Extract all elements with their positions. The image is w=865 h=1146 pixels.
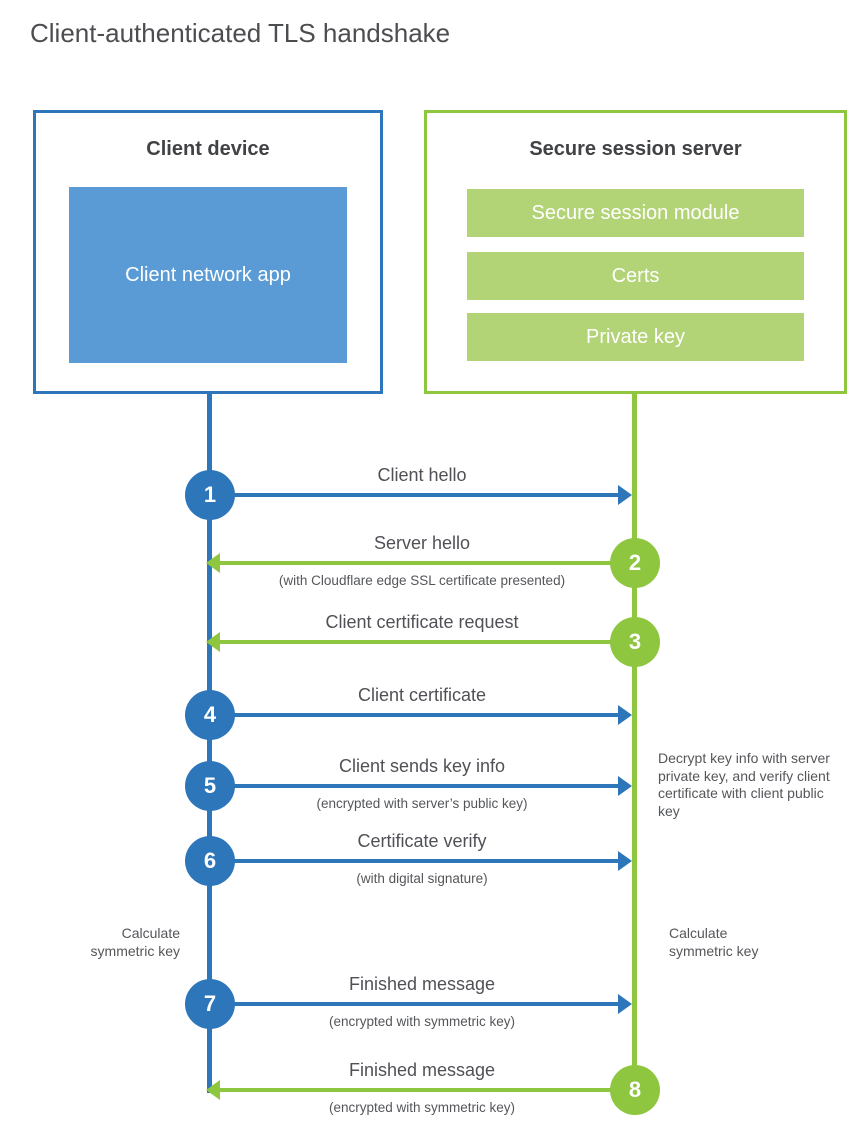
step-6-arrowhead-right-icon: [618, 851, 632, 871]
step-4-label: Client certificate: [357, 685, 487, 705]
step-2-arrowhead-left-icon: [206, 553, 220, 573]
secure-session-module-bar: Secure session module: [467, 189, 804, 237]
step-6-label: Certificate verify: [357, 831, 487, 851]
step-5-number-badge: 5: [185, 761, 235, 811]
step-2-label: Server hello: [373, 533, 471, 553]
step-8-number-badge: 8: [610, 1065, 660, 1115]
step-3-arrowhead-left-icon: [206, 632, 220, 652]
step-5-arrow-line: [210, 784, 618, 788]
step-5-label: Client sends key info: [338, 756, 506, 776]
step-7-sublabel: (encrypted with symmetric key): [328, 1014, 516, 1029]
step-8-label: Finished message: [348, 1060, 496, 1080]
step-5-arrowhead-right-icon: [618, 776, 632, 796]
client-device-title: Client device: [146, 138, 270, 160]
step-8-arrowhead-left-icon: [206, 1080, 220, 1100]
certs-bar: Certs: [467, 252, 804, 300]
step-8-arrow-line: [220, 1088, 635, 1092]
step-7-arrow-line: [210, 1002, 618, 1006]
client-network-app-label: Client network app: [125, 263, 291, 286]
step-6-number-badge: 6: [185, 836, 235, 886]
step-3-arrow-line: [220, 640, 635, 644]
secure-session-server-box: Secure session server Secure session mod…: [424, 110, 847, 394]
step-1-label: Client hello: [377, 465, 467, 485]
step-1-number-badge: 1: [185, 470, 235, 520]
step-5-sublabel: (encrypted with server’s public key): [316, 796, 528, 811]
step-7-label: Finished message: [348, 974, 496, 994]
step-4-arrowhead-right-icon: [618, 705, 632, 725]
step-6-arrow-line: [210, 859, 618, 863]
server-decrypt-note: Decrypt key info with server private key…: [658, 750, 830, 819]
step-2-sublabel: (with Cloudflare edge SSL certificate pr…: [278, 573, 566, 588]
step-4-number-badge: 4: [185, 690, 235, 740]
step-2-number-badge: 2: [610, 538, 660, 588]
step-7-number-badge: 7: [185, 979, 235, 1029]
step-7-arrowhead-right-icon: [618, 994, 632, 1014]
server-lifeline: [632, 393, 637, 1090]
step-8-sublabel: (encrypted with symmetric key): [328, 1100, 516, 1115]
step-6-sublabel: (with digital signature): [356, 871, 488, 886]
step-1-arrowhead-right-icon: [618, 485, 632, 505]
server-calculate-note: Calculate symmetric key: [669, 925, 759, 959]
step-3-label: Client certificate request: [325, 612, 519, 632]
page-title: Client-authenticated TLS handshake: [30, 18, 451, 48]
private-key-bar: Private key: [467, 313, 804, 361]
step-2-arrow-line: [220, 561, 635, 565]
secure-session-server-title: Secure session server: [529, 138, 742, 160]
client-lifeline: [207, 393, 212, 1093]
client-network-app-box: Client network app: [69, 187, 347, 363]
step-1-arrow-line: [210, 493, 618, 497]
client-device-box: Client device Client network app: [33, 110, 383, 394]
client-calculate-note: Calculate symmetric key: [90, 925, 180, 959]
step-4-arrow-line: [210, 713, 618, 717]
step-3-number-badge: 3: [610, 617, 660, 667]
